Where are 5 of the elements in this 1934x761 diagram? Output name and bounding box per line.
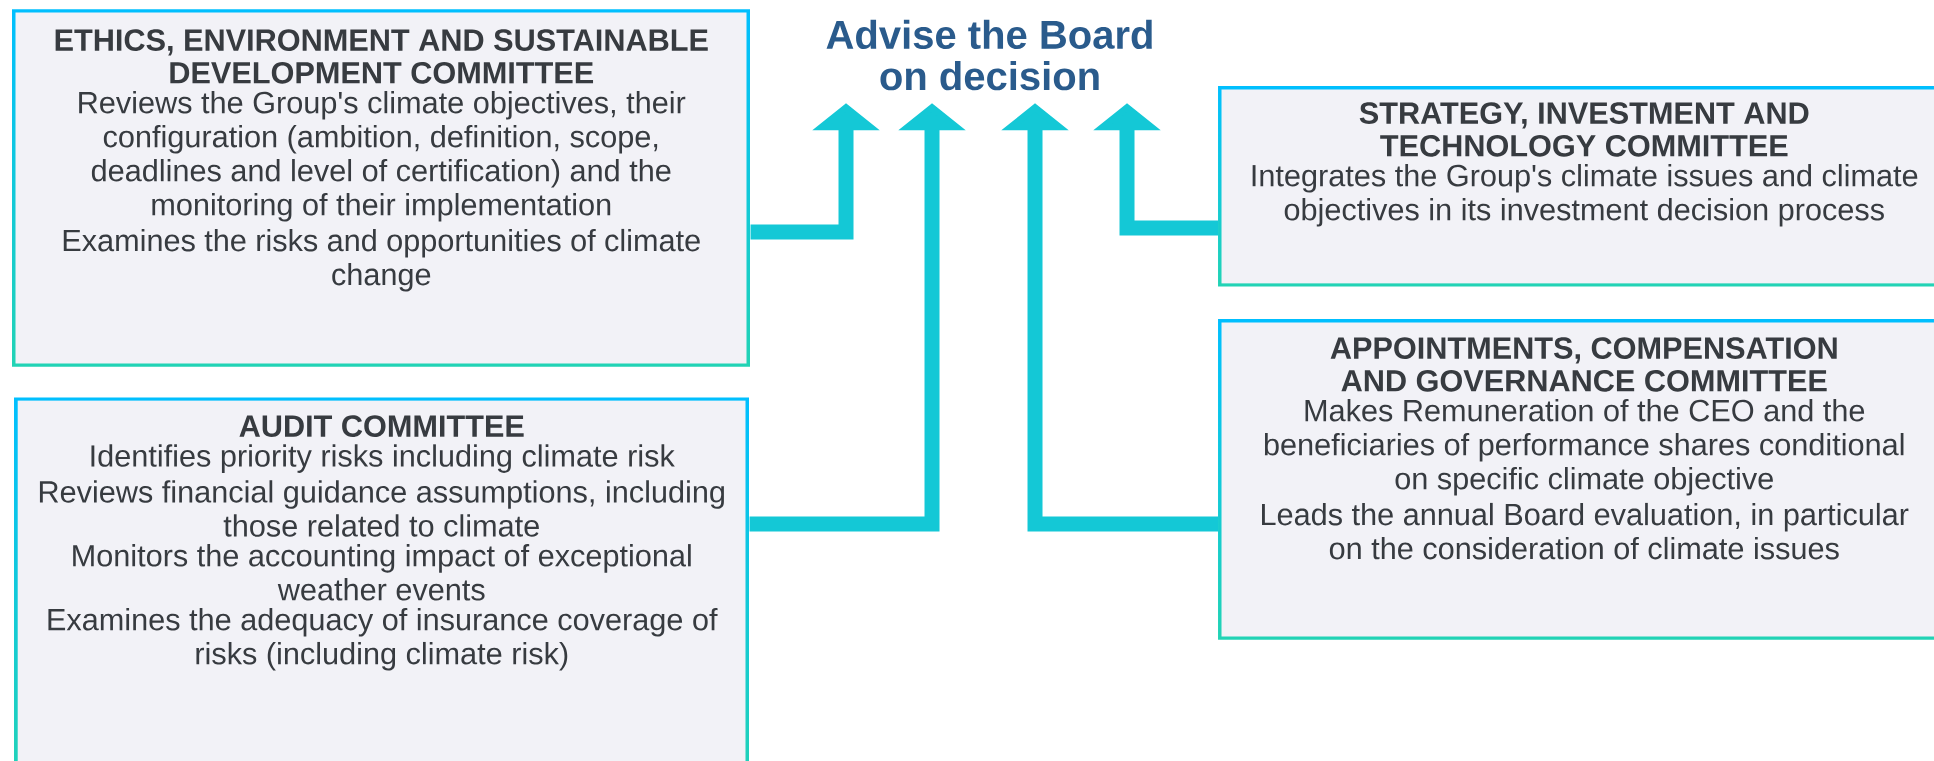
committee-box: STRATEGY, INVESTMENT AND TECHNOLOGY COMMITTEE Integrates the Group's climate issues and climate objectives in its investment decision process: [1221, 89, 1934, 284]
committee-box: ETHICS, ENVIRONMENT AND SUSTAINABLE DEVELOPMENT COMMITTEE Reviews the Group's climate objectives, their configuration (ambition, definition, scope, deadlines and level of certification) and the monitoring of their implementation Examines the risks and opportunities of climate change: [15, 12, 747, 364]
committee-box: AUDIT COMMITTEE Identifies priority risks including climate risk Reviews financial guidance assumptions, including those related to climate Monitors the accounting impact of exceptional weather events Examines the adequacy of insurance coverage of risks (including climate risk): [17, 400, 746, 761]
committee-box: APPOINTMENTS, COMPENSATION AND GOVERNANCE COMMITTEE Makes Remuneration of the CEO and the beneficiaries of performance shares conditional on specific climate objective Leads the annual Board evaluation, in particular on the consideration of climate issues: [1221, 322, 1934, 637]
heading: Advise the Board on decision: [826, 19, 1152, 91]
